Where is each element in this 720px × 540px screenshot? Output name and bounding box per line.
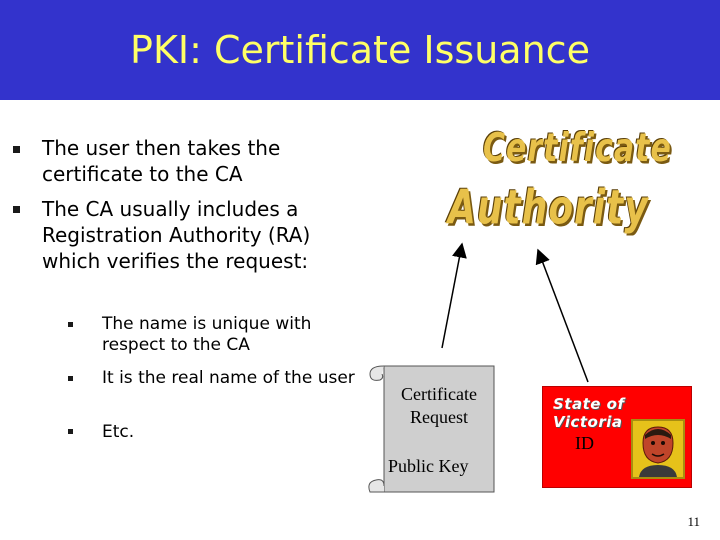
sub-bullet-2: It is the real name of the user — [102, 368, 355, 388]
ca-logo-authority: Authority — [448, 182, 649, 236]
slide-title: PKI: Certificate Issuance — [130, 28, 590, 72]
bullet-1: The user then takes the certificate to t… — [42, 136, 281, 186]
bullet-2: The CA usually includes a Registration A… — [42, 197, 311, 273]
page-number: 11 — [687, 514, 700, 529]
bullet-marker — [13, 146, 20, 153]
public-key-label: Public Key — [388, 456, 469, 476]
id-card: State of Victoria ID — [542, 386, 692, 488]
title-bar: PKI: Certificate Issuance — [0, 0, 720, 100]
person-icon — [633, 421, 683, 477]
sub-bullet-marker — [68, 376, 73, 381]
ca-logo-certificate: Certificate — [483, 126, 672, 172]
id-card-label: ID — [575, 433, 594, 453]
id-photo — [631, 419, 685, 479]
id-card-title: State of Victoria — [553, 395, 625, 431]
arrow-id-to-ca — [535, 248, 589, 383]
sub-bullet-marker — [68, 429, 73, 434]
bullet-marker — [13, 206, 20, 213]
arrow-request-to-ca — [441, 242, 467, 349]
sub-bullet-3: Etc. — [102, 422, 135, 442]
sub-bullet-marker — [68, 322, 73, 327]
certificate-request-scroll — [368, 365, 495, 493]
scroll-text: Certificate Request — [401, 384, 477, 427]
sub-bullet-1: The name is unique with respect to the C… — [102, 314, 312, 355]
